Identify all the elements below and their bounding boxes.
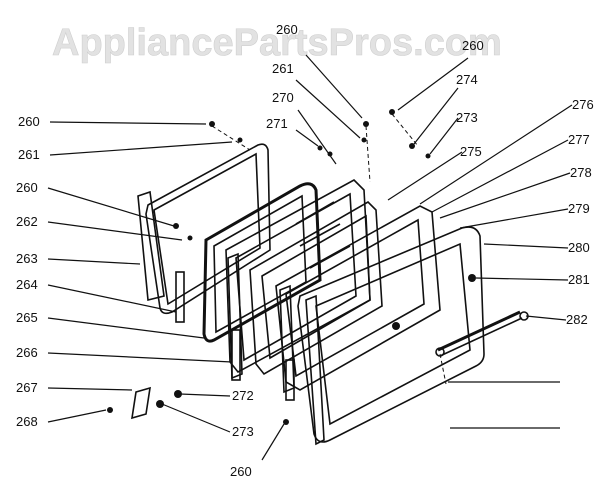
label-266: 266 — [16, 345, 38, 360]
label-261: 261 — [272, 61, 294, 76]
door-frame — [275, 205, 441, 394]
label-260: 260 — [462, 38, 484, 53]
inner-door-panel — [137, 143, 271, 315]
label-264: 264 — [16, 277, 38, 292]
label-267: 267 — [16, 380, 38, 395]
label-276: 276 — [572, 97, 594, 112]
label-273: 273 — [232, 424, 254, 439]
door-insulation-panel — [225, 179, 371, 380]
door-glass-panel — [249, 201, 383, 376]
label-277: 277 — [568, 132, 590, 147]
label-260: 260 — [16, 180, 38, 195]
label-271: 271 — [266, 116, 288, 131]
label-278: 278 — [570, 165, 592, 180]
door-hinge — [175, 271, 295, 401]
label-260: 260 — [276, 22, 298, 37]
label-282: 282 — [566, 312, 588, 327]
label-272: 272 — [232, 388, 254, 403]
label-275: 275 — [460, 144, 482, 159]
watermark-text: AppliancePartsPros.com — [52, 22, 502, 64]
door-handle — [435, 310, 529, 357]
label-281: 281 — [568, 272, 590, 287]
leader-lines — [47, 54, 573, 461]
label-260: 260 — [230, 464, 252, 479]
label-260: 260 — [18, 114, 40, 129]
label-270: 270 — [272, 90, 294, 105]
label-279: 279 — [568, 201, 590, 216]
label-273: 273 — [456, 110, 478, 125]
part-labels: 260 261 260 262 263 264 265 266 267 268 … — [16, 22, 594, 479]
label-263: 263 — [16, 251, 38, 266]
label-261: 261 — [18, 147, 40, 162]
label-280: 280 — [568, 240, 590, 255]
label-274: 274 — [456, 72, 478, 87]
label-265: 265 — [16, 310, 38, 325]
label-262: 262 — [16, 214, 38, 229]
label-268: 268 — [16, 414, 38, 429]
outer-door-panel — [297, 226, 485, 446]
